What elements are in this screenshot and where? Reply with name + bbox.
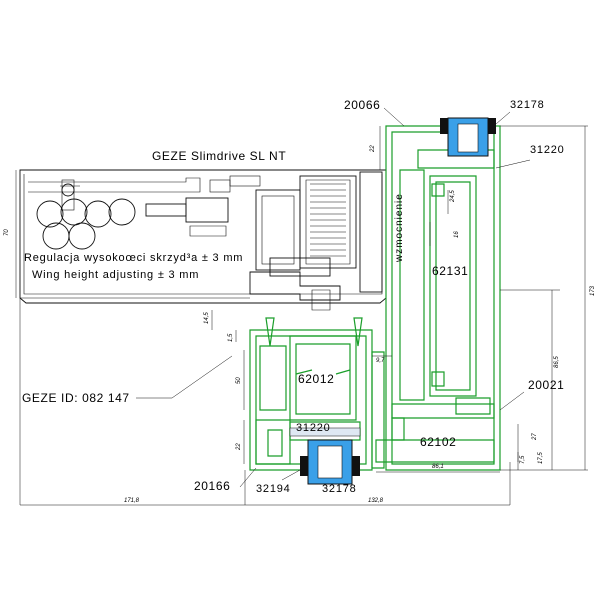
profile-20166: 20166 <box>194 479 230 493</box>
geze-id-label: GEZE ID: 082 147 <box>22 391 130 405</box>
dim-27: 27 <box>532 433 538 441</box>
profile-32194: 32194 <box>256 483 291 495</box>
dim-22-top: 22 <box>370 145 376 153</box>
operator-housing <box>19 169 387 311</box>
dim-left-height: 70 <box>4 229 10 236</box>
profile-20066: 20066 <box>344 98 380 112</box>
profile-20021: 20021 <box>528 378 564 392</box>
dim-173: 173 <box>590 285 596 296</box>
product-label: GEZE Slimdrive SL NT <box>152 149 286 163</box>
dim-22-bottom: 22 <box>236 443 242 451</box>
adjust-label-en: Wing height adjusting ± 3 mm <box>32 269 199 281</box>
reinforcement-label: wzmocnienie <box>394 193 405 263</box>
dim-50: 50 <box>236 377 242 384</box>
dim-24-5: 24,5 <box>450 190 456 203</box>
dim-1-5: 1,5 <box>228 333 234 342</box>
dim-86-5: 86,5 <box>554 356 560 368</box>
dimension-lines <box>15 125 588 506</box>
profile-32178-top: 32178 <box>510 99 545 111</box>
dim-17-5: 17,5 <box>538 452 544 464</box>
profile-62131: 62131 <box>432 264 468 278</box>
fixed-frame-profile <box>375 125 501 471</box>
profile-31220-bottom: 31220 <box>296 422 331 434</box>
fixing-screws <box>265 317 363 375</box>
dim-9-7: 9,7 <box>376 358 385 364</box>
dim-7-5: 7,5 <box>520 455 526 464</box>
dim-132-8: 132,8 <box>368 498 384 504</box>
leader-lines <box>136 107 531 488</box>
dim-14-5: 14,5 <box>204 312 210 324</box>
profile-62102: 62102 <box>420 435 456 449</box>
glazing-bottom <box>289 427 361 485</box>
dim-86-1: 86,1 <box>432 464 444 470</box>
dim-16: 16 <box>454 231 460 238</box>
adjust-label-pl: Regulacja wysokoœci skrzyd³a ± 3 mm <box>24 252 243 264</box>
glazing-top <box>440 117 496 157</box>
profile-32178-bottom: 32178 <box>322 483 357 495</box>
profile-31220-top: 31220 <box>530 144 565 156</box>
leaf-profile <box>249 329 385 471</box>
profile-62012: 62012 <box>298 372 334 386</box>
dim-171-8: 171,8 <box>124 498 140 504</box>
